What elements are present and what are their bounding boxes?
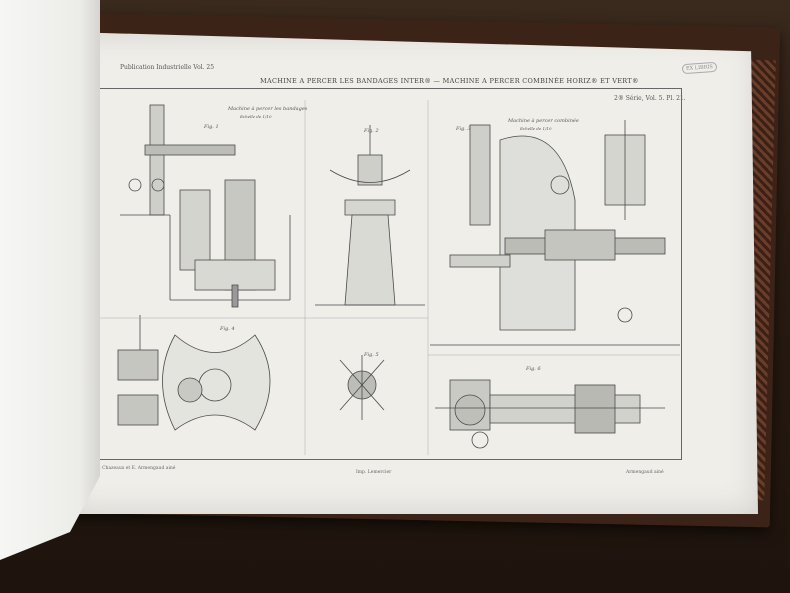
publication-label: Publication Industrielle Vol. 25 xyxy=(120,64,215,71)
footer-left-credit: A. Chazeaux et E. Armengaud ainé xyxy=(96,466,176,471)
footer-right-credit: Armengaud ainé xyxy=(626,470,664,475)
fig4-label: Fig. 4 xyxy=(220,326,235,332)
fig4-drawing xyxy=(117,315,271,431)
plate-title: MACHINE A PERCER LES BANDAGES INTER® — M… xyxy=(260,77,639,85)
series-reference: 2® Série, Vol. 5. Pl. 21. xyxy=(614,95,686,102)
fig3-drawing xyxy=(430,120,680,346)
left-machine-caption: Machine à percer les bandages xyxy=(228,106,308,112)
fig6-drawing xyxy=(435,379,665,449)
fig1-label: Fig. 1 xyxy=(204,124,219,130)
footer-center-credit: Imp. Lemercier xyxy=(356,470,392,475)
fig2-drawing xyxy=(315,125,425,306)
engraved-plate-page xyxy=(68,32,758,514)
fig3-label: Fig. 3 xyxy=(456,126,471,132)
left-scale-label: Echelle de 1/10 xyxy=(240,114,272,119)
right-machine-caption: Machine à percer combinée xyxy=(508,118,579,124)
right-scale-label: Echelle de 1/10 xyxy=(520,126,552,131)
fig5-label: Fig. 5 xyxy=(364,352,379,358)
facing-blank-page xyxy=(0,0,100,560)
fig6-label: Fig. 6 xyxy=(526,366,541,372)
fig1-drawing xyxy=(120,104,291,308)
fig5-drawing xyxy=(339,355,385,420)
fig2-label: Fig. 2 xyxy=(364,128,379,134)
